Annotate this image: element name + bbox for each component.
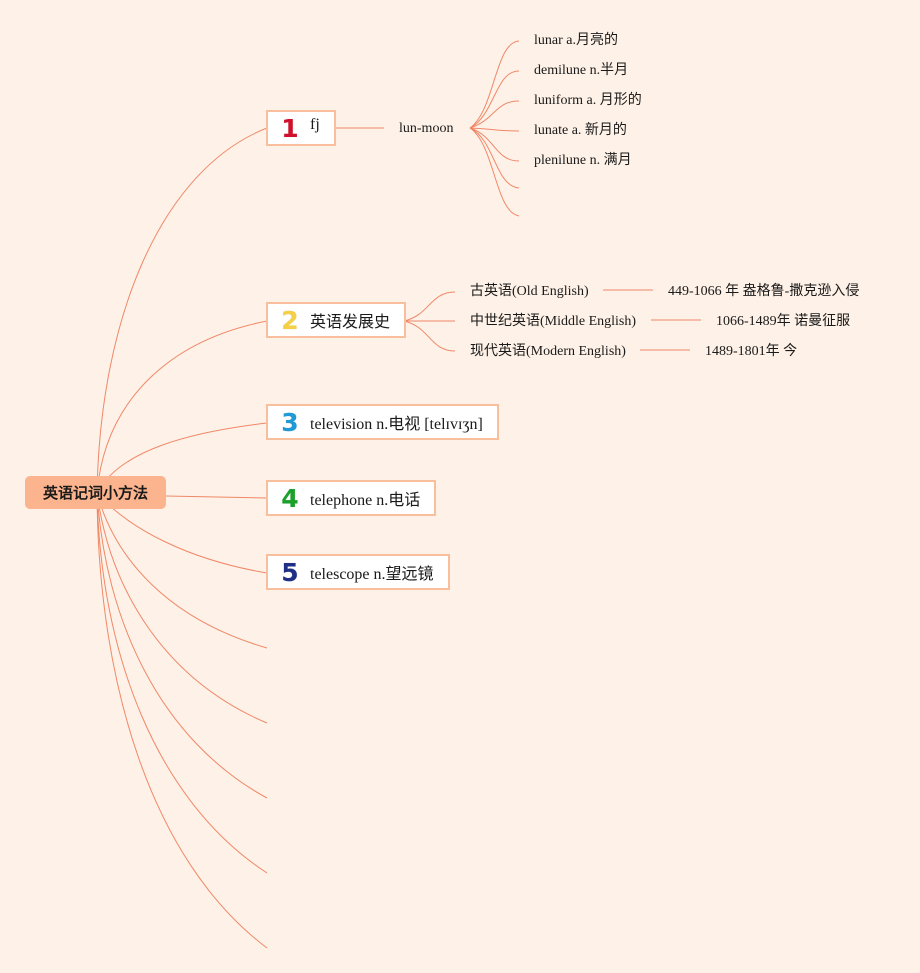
history-era-modern[interactable]: 现代英语(Modern English) — [470, 344, 626, 359]
branch-node-4[interactable]: 4 telephone n.电话 — [266, 480, 437, 516]
branch-node-2[interactable]: 2 英语发展史 — [266, 302, 407, 338]
link-root-empty-1 — [96, 492, 268, 649]
branch-node-3[interactable]: 3 television n.电视 [telɪvɪʒn] — [266, 404, 499, 440]
moon-word-2[interactable]: demilune n.半月 — [534, 63, 629, 78]
moon-word-5[interactable]: plenilune n. 满月 — [534, 153, 632, 168]
link-lunmoon-w1 — [469, 40, 520, 129]
lun-moon-node[interactable]: lun-moon — [399, 121, 454, 136]
number-3-icon: 3 — [281, 407, 299, 437]
link-lunmoon-w4 — [469, 127, 520, 132]
link-lunmoon-w5 — [469, 127, 520, 162]
history-era-middle[interactable]: 中世纪英语(Middle English) — [470, 314, 637, 329]
number-1-icon: 1 — [281, 113, 299, 143]
link-lunmoon-empty-1 — [469, 127, 520, 189]
history-detail-middle[interactable]: 1066-1489年 诺曼征服 — [716, 314, 851, 329]
link-lunmoon-w3 — [469, 100, 520, 129]
link-root-empty-2 — [96, 492, 268, 724]
number-2-icon: 2 — [281, 305, 299, 335]
branch-4-label: telephone n.电话 — [310, 492, 421, 509]
moon-word-1[interactable]: lunar a.月亮的 — [534, 33, 618, 48]
link-lunmoon-empty-2 — [469, 127, 520, 217]
link-root-empty-4 — [96, 492, 268, 874]
history-detail-modern[interactable]: 1489-1801年 今 — [705, 344, 798, 359]
link-root-branch-1 — [96, 127, 268, 494]
number-5-icon: 5 — [281, 557, 299, 587]
branch-3-label: television n.电视 [telɪvɪʒn] — [310, 416, 483, 433]
history-detail-old[interactable]: 449-1066 年 盎格鲁-撒克逊入侵 — [668, 284, 860, 299]
branch-1-label: fj — [310, 116, 320, 133]
link-root-branch-4 — [165, 495, 268, 499]
moon-word-3[interactable]: luniform a. 月形的 — [534, 93, 642, 108]
link-root-empty-5 — [96, 492, 268, 949]
link-branch2-old — [403, 291, 456, 322]
link-lunmoon-w2 — [469, 70, 520, 129]
branch-node-5[interactable]: 5 telescope n.望远镜 — [266, 554, 450, 590]
link-root-branch-2 — [96, 320, 268, 494]
branch-5-label: telescope n.望远镜 — [310, 566, 434, 583]
link-branch2-modern — [403, 320, 456, 352]
number-4-icon: 4 — [281, 483, 299, 513]
link-root-empty-3 — [96, 492, 268, 799]
history-era-old[interactable]: 古英语(Old English) — [470, 284, 589, 299]
branch-node-1[interactable]: 1 fj — [266, 110, 336, 146]
moon-word-4[interactable]: lunate a. 新月的 — [534, 123, 627, 138]
branch-2-label: 英语发展史 — [310, 312, 391, 331]
root-node[interactable]: 英语记词小方法 — [25, 476, 166, 509]
